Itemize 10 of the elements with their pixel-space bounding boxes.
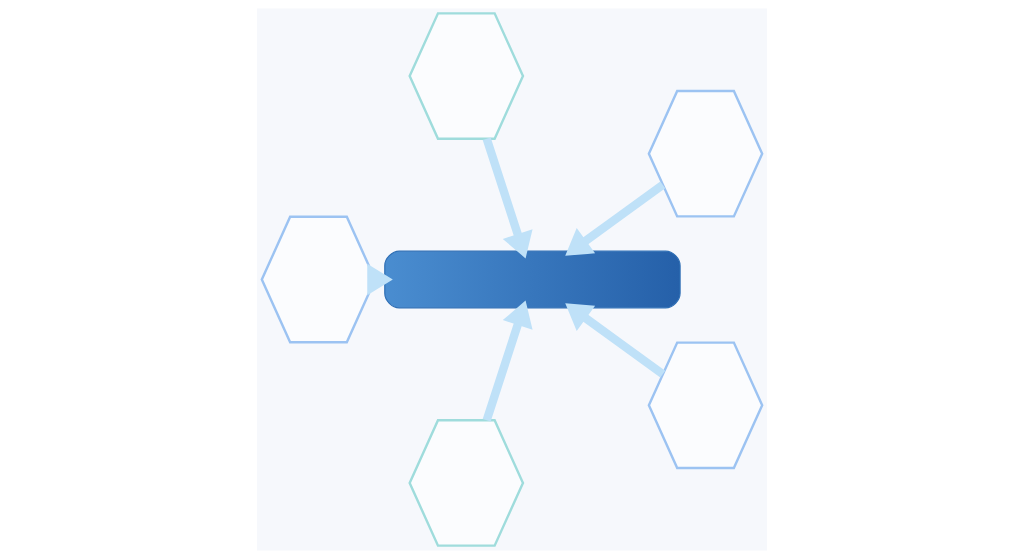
- node-bar: [384, 250, 681, 309]
- arrow: [565, 303, 666, 378]
- arrow: [482, 300, 533, 422]
- node-hexagon: [408, 419, 525, 547]
- arrow: [367, 263, 393, 296]
- arrow: [482, 137, 533, 259]
- node-hexagon: [647, 341, 764, 470]
- node-hexagon: [647, 89, 764, 218]
- node-hexagon: [408, 12, 525, 140]
- arrow: [565, 181, 666, 256]
